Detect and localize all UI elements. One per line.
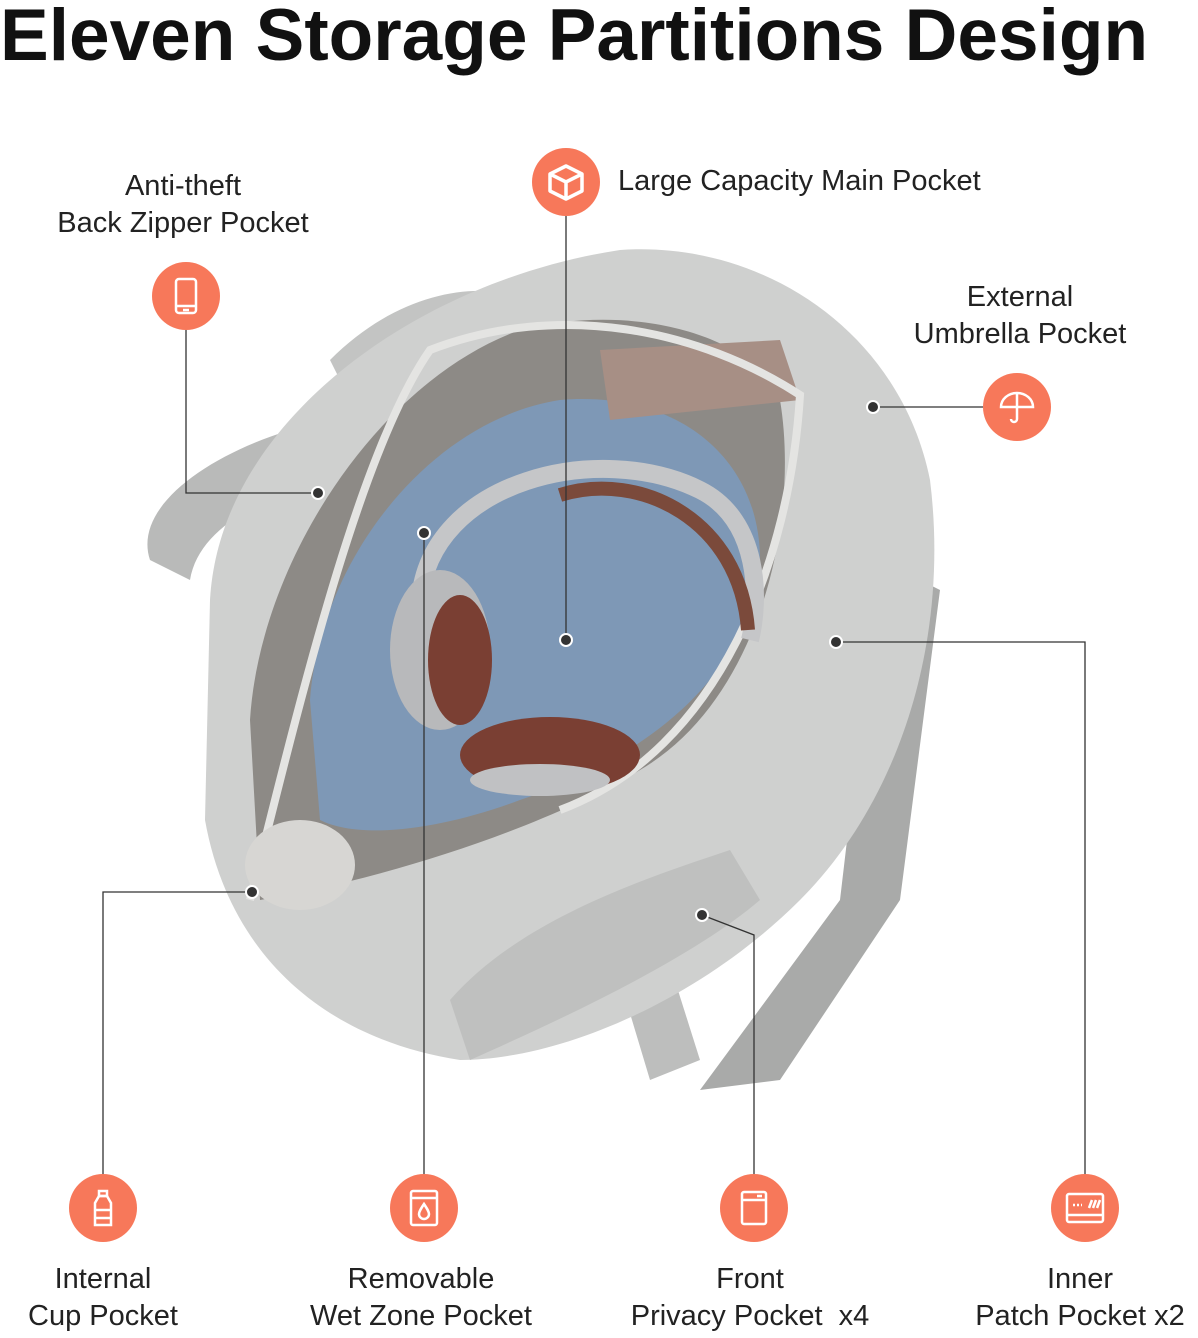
callout-label-front-privacy-pocket: Front Privacy Pocket x4 bbox=[630, 1263, 870, 1332]
callout-label-wet-zone-pocket: Removable Wet Zone Pocket bbox=[310, 1263, 532, 1332]
callout-label-back-zipper-pocket: Anti-theft Back Zipper Pocket bbox=[57, 170, 309, 239]
umbrella-icon bbox=[983, 373, 1051, 441]
phone-icon bbox=[152, 262, 220, 330]
card-icon bbox=[1051, 1174, 1119, 1242]
callout-label-cup-pocket: Internal Cup Pocket bbox=[28, 1263, 178, 1332]
page-title: Eleven Storage Partitions Design bbox=[0, 0, 1149, 76]
cube-icon bbox=[532, 148, 600, 216]
callout-label-umbrella-pocket: External Umbrella Pocket bbox=[913, 281, 1127, 350]
pocket-icon bbox=[720, 1174, 788, 1242]
bottle-icon bbox=[69, 1174, 137, 1242]
water-drop-icon bbox=[390, 1174, 458, 1242]
callout-label-inner-patch-pocket: Inner Patch Pocket x2 bbox=[975, 1263, 1185, 1332]
callout-label-main-pocket: Large Capacity Main Pocket bbox=[618, 165, 981, 197]
